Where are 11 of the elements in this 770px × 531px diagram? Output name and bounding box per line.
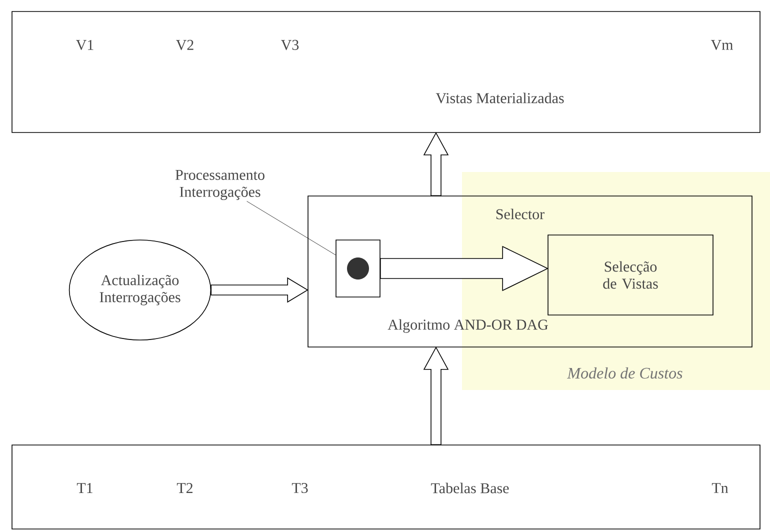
region-label: Modelo de Custos	[567, 367, 682, 379]
dot-box	[336, 240, 380, 298]
callout-label: Processamento Interrogações	[175, 170, 264, 200]
block-arrow	[210, 277, 308, 303]
block-arrow	[380, 246, 549, 292]
label-box: V1 V2 V3 Vm Vistas Materializadas	[12, 11, 760, 133]
block-arrow	[423, 346, 449, 445]
process-box: Selecção de Vistas	[548, 234, 714, 316]
label-box: T1 T2 T3 Tabelas Base Tn	[12, 444, 760, 530]
leader-line	[246, 201, 336, 256]
block-arrow	[423, 132, 449, 196]
